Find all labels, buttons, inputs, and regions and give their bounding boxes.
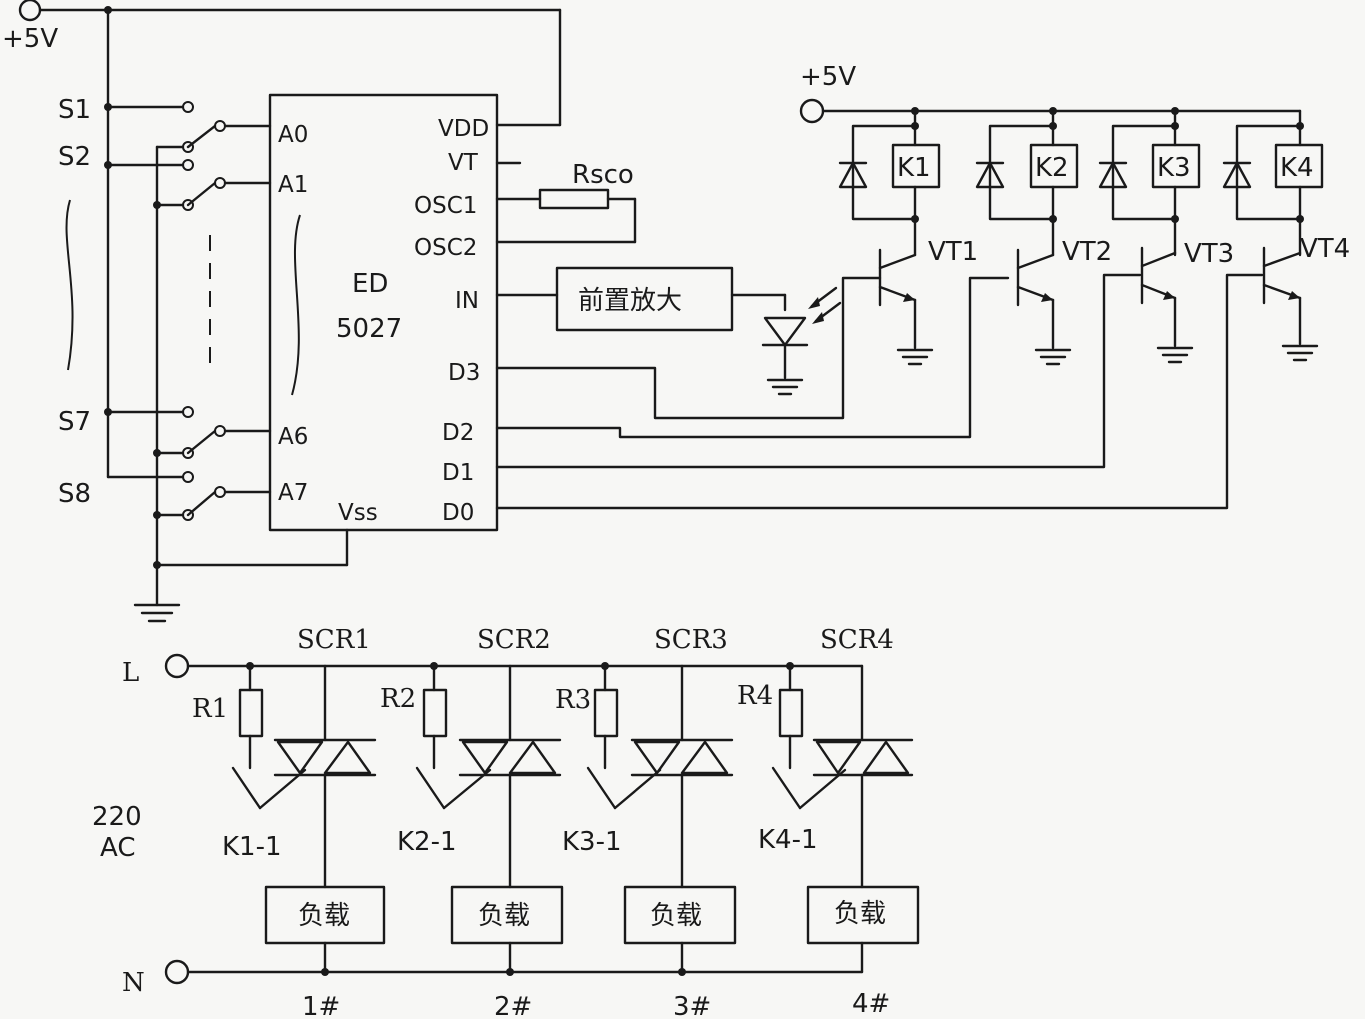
load-box bbox=[450, 885, 564, 945]
ic-pin-label: D2 bbox=[442, 420, 474, 446]
contact-label: K3-1 bbox=[562, 827, 622, 857]
contact-label: K1-1 bbox=[222, 832, 282, 862]
ic-pin-label: OSC2 bbox=[414, 235, 477, 261]
thyristor-label: SCR1 bbox=[297, 625, 371, 655]
resistor bbox=[422, 688, 448, 738]
mains-label-n: N bbox=[122, 968, 145, 998]
mains-label-l: L bbox=[122, 658, 139, 688]
preamp-box bbox=[555, 266, 734, 332]
ic-pin-label: VT bbox=[448, 150, 479, 176]
flyback-diode-icon bbox=[1222, 161, 1252, 189]
supply-terminal-right bbox=[799, 98, 825, 124]
load-label: 负载 bbox=[478, 901, 530, 931]
dip-switch-array: S1 S2 S7 S8 bbox=[58, 95, 349, 623]
resistor-label: R1 bbox=[192, 694, 228, 724]
load-label: 负载 bbox=[834, 899, 886, 929]
ic-pin-label: A7 bbox=[278, 480, 308, 506]
transistor-label: VT3 bbox=[1184, 239, 1234, 269]
load-box bbox=[623, 885, 737, 945]
mains-voltage: 220 bbox=[92, 802, 142, 832]
flyback-diode-icon bbox=[1098, 161, 1128, 189]
output-label: 2# bbox=[494, 992, 532, 1019]
resistor bbox=[593, 688, 619, 738]
thyristor-label: SCR3 bbox=[654, 625, 728, 655]
ic-pin-label: D1 bbox=[442, 460, 474, 486]
relay-label: K3 bbox=[1157, 153, 1191, 183]
supply-label-right: +5V bbox=[800, 62, 856, 92]
ic-pin-label: Vss bbox=[338, 500, 378, 526]
preamp-label: 前置放大 bbox=[578, 286, 682, 316]
thyristor-label: SCR2 bbox=[477, 625, 551, 655]
load-label: 负载 bbox=[298, 901, 350, 931]
ic-name: ED bbox=[352, 269, 388, 299]
ic-pin-label: A1 bbox=[278, 172, 308, 198]
switch-label: S1 bbox=[58, 95, 91, 125]
ellipsis-mark bbox=[65, 199, 74, 371]
resistor-label: R3 bbox=[555, 685, 591, 715]
ic-pin-label: OSC1 bbox=[414, 193, 477, 219]
relay-driver-section: +5V K1 VT1 K2 bbox=[799, 62, 1350, 366]
output-label: 3# bbox=[673, 992, 711, 1019]
triac-icon bbox=[461, 740, 509, 775]
photodiode-icon bbox=[763, 316, 807, 347]
decoder-output-wires bbox=[495, 273, 1264, 510]
supply-terminal-left bbox=[18, 0, 42, 22]
flyback-diode-icon bbox=[838, 161, 868, 189]
ic-pin-label: D3 bbox=[448, 360, 480, 386]
switch-label: S7 bbox=[58, 407, 91, 437]
oscillator-resistor: Rsco bbox=[495, 160, 637, 244]
resistor-label: R2 bbox=[380, 684, 416, 714]
resistor bbox=[238, 688, 264, 738]
switch-label: S8 bbox=[58, 479, 91, 509]
relay-label: K2 bbox=[1035, 153, 1069, 183]
ic-pin-label: VDD bbox=[438, 116, 489, 142]
transistor-label: VT1 bbox=[928, 237, 978, 267]
relay-label: K1 bbox=[897, 153, 931, 183]
flyback-diode-icon bbox=[975, 161, 1005, 189]
contact-label: K2-1 bbox=[397, 827, 457, 857]
load-label: 负载 bbox=[650, 901, 702, 931]
decoder-ic: ED 5027 A0 A1 A6 A7 Vss VDD VT OSC1 OSC2… bbox=[268, 93, 522, 532]
contact-label: K4-1 bbox=[758, 825, 818, 855]
ic-pin-label: A0 bbox=[278, 122, 308, 148]
ic-pin-label: IN bbox=[455, 288, 479, 314]
mains-section: L N 220 AC 负载 SCR1 R1 K1-1 1# bbox=[92, 625, 920, 1019]
switch-label: S2 bbox=[58, 142, 91, 172]
triac-icon bbox=[276, 740, 324, 775]
rsco-label: Rsco bbox=[572, 160, 634, 190]
ic-pin-label: D0 bbox=[442, 500, 474, 526]
ic-part-number: 5027 bbox=[336, 314, 402, 344]
resistor-label: R4 bbox=[737, 681, 773, 711]
relay-label: K4 bbox=[1280, 153, 1314, 183]
ic-pin-label: A6 bbox=[278, 424, 308, 450]
transistor-label: VT4 bbox=[1300, 234, 1350, 264]
triac-icon bbox=[633, 740, 681, 775]
thyristor-label: SCR4 bbox=[820, 625, 894, 655]
mains-type: AC bbox=[100, 833, 135, 863]
left-supply: +5V bbox=[2, 0, 562, 479]
resistor bbox=[778, 688, 804, 738]
output-label: 1# bbox=[302, 992, 340, 1019]
mains-terminal-n bbox=[164, 959, 190, 985]
preamp-stage: 前置放大 bbox=[495, 266, 842, 396]
transistor-label: VT2 bbox=[1062, 237, 1112, 267]
supply-label-left: +5V bbox=[2, 24, 58, 54]
output-label: 4# bbox=[852, 989, 890, 1019]
ellipsis-mark bbox=[291, 214, 301, 396]
mains-terminal-l bbox=[164, 653, 190, 679]
triac-icon bbox=[815, 740, 862, 775]
